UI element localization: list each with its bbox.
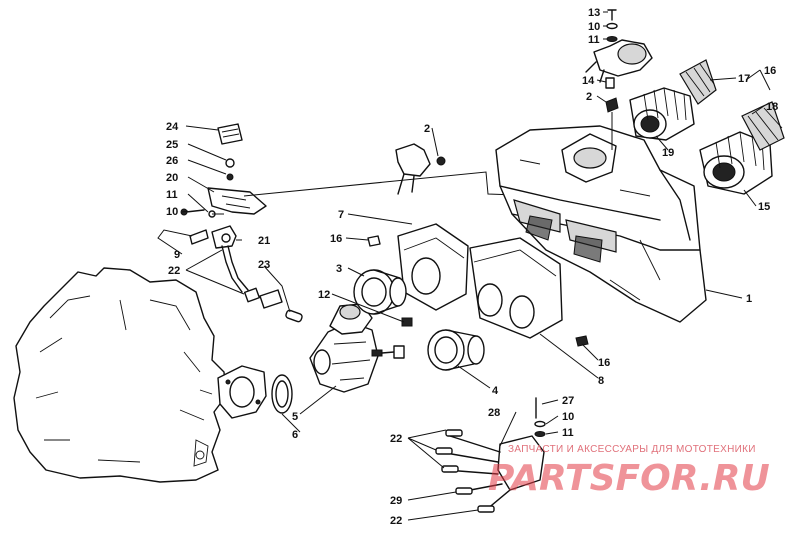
callout-24: 24 <box>166 121 179 133</box>
callout-2: 2 <box>424 123 430 135</box>
fuel-line-parts <box>189 225 303 323</box>
callout-16: 16 <box>764 65 776 77</box>
callout-17: 17 <box>738 73 750 85</box>
callout-1: 1 <box>746 293 752 305</box>
air-silencer-box <box>495 125 707 323</box>
callout-11: 11 <box>588 34 600 46</box>
engine-outline <box>13 267 227 483</box>
callout-3: 3 <box>336 263 342 275</box>
callout-11: 11 <box>562 427 574 439</box>
callout-22: 22 <box>390 433 402 445</box>
callout-29: 29 <box>390 495 402 507</box>
wiring-harness <box>435 397 546 513</box>
callout-23: 23 <box>258 259 270 271</box>
callout-7: 7 <box>338 209 344 221</box>
intake-flange <box>217 365 293 419</box>
callout-22: 22 <box>168 265 180 277</box>
callout-27: 27 <box>562 395 574 407</box>
callout-20: 20 <box>166 172 178 184</box>
callout-11: 11 <box>166 189 178 201</box>
callout-10: 10 <box>588 21 600 33</box>
callout-13: 13 <box>588 7 600 19</box>
leader-lines <box>157 11 771 521</box>
intake-boot-3 <box>353 269 407 315</box>
reed-cage-upper <box>629 59 717 141</box>
callout-10: 10 <box>166 206 178 218</box>
adapter-plate-8 <box>469 237 589 347</box>
callout-15: 15 <box>758 201 770 213</box>
callout-labels: 13 10 11 14 2 16 17 18 19 15 1 24 25 26 … <box>166 7 778 527</box>
callout-22: 22 <box>390 515 402 527</box>
callout-16: 16 <box>330 233 342 245</box>
callout-14: 14 <box>582 75 595 87</box>
callout-19: 19 <box>662 147 674 159</box>
callout-2: 2 <box>586 91 592 103</box>
callout-4: 4 <box>492 385 499 397</box>
callout-25: 25 <box>166 139 178 151</box>
callout-21: 21 <box>258 235 270 247</box>
callout-9: 9 <box>174 249 180 261</box>
throttle-assembly <box>585 9 653 150</box>
reed-cage-lower <box>699 101 785 195</box>
callout-8: 8 <box>598 375 604 387</box>
callout-18: 18 <box>766 101 778 113</box>
adapter-plate-7 <box>397 223 469 311</box>
intake-boot-4 <box>427 329 485 371</box>
watermark: ЗАПЧАСТИ И АКСЕССУАРЫ ДЛЯ МОТОТЕХНИКИ PA… <box>488 444 770 499</box>
callout-16: 16 <box>598 357 610 369</box>
hose-clip <box>395 143 446 195</box>
bracket-group <box>180 123 267 218</box>
callout-10: 10 <box>562 411 574 423</box>
callout-6: 6 <box>292 429 298 441</box>
callout-5: 5 <box>292 411 298 423</box>
small-parts <box>367 235 413 327</box>
callout-26: 26 <box>166 155 178 167</box>
carburetor <box>309 303 405 393</box>
callout-12: 12 <box>318 289 330 301</box>
callout-28: 28 <box>488 407 500 419</box>
watermark-logo: PARTSFOR.RU <box>488 458 770 499</box>
watermark-tagline: ЗАПЧАСТИ И АКСЕССУАРЫ ДЛЯ МОТОТЕХНИКИ <box>508 444 756 455</box>
